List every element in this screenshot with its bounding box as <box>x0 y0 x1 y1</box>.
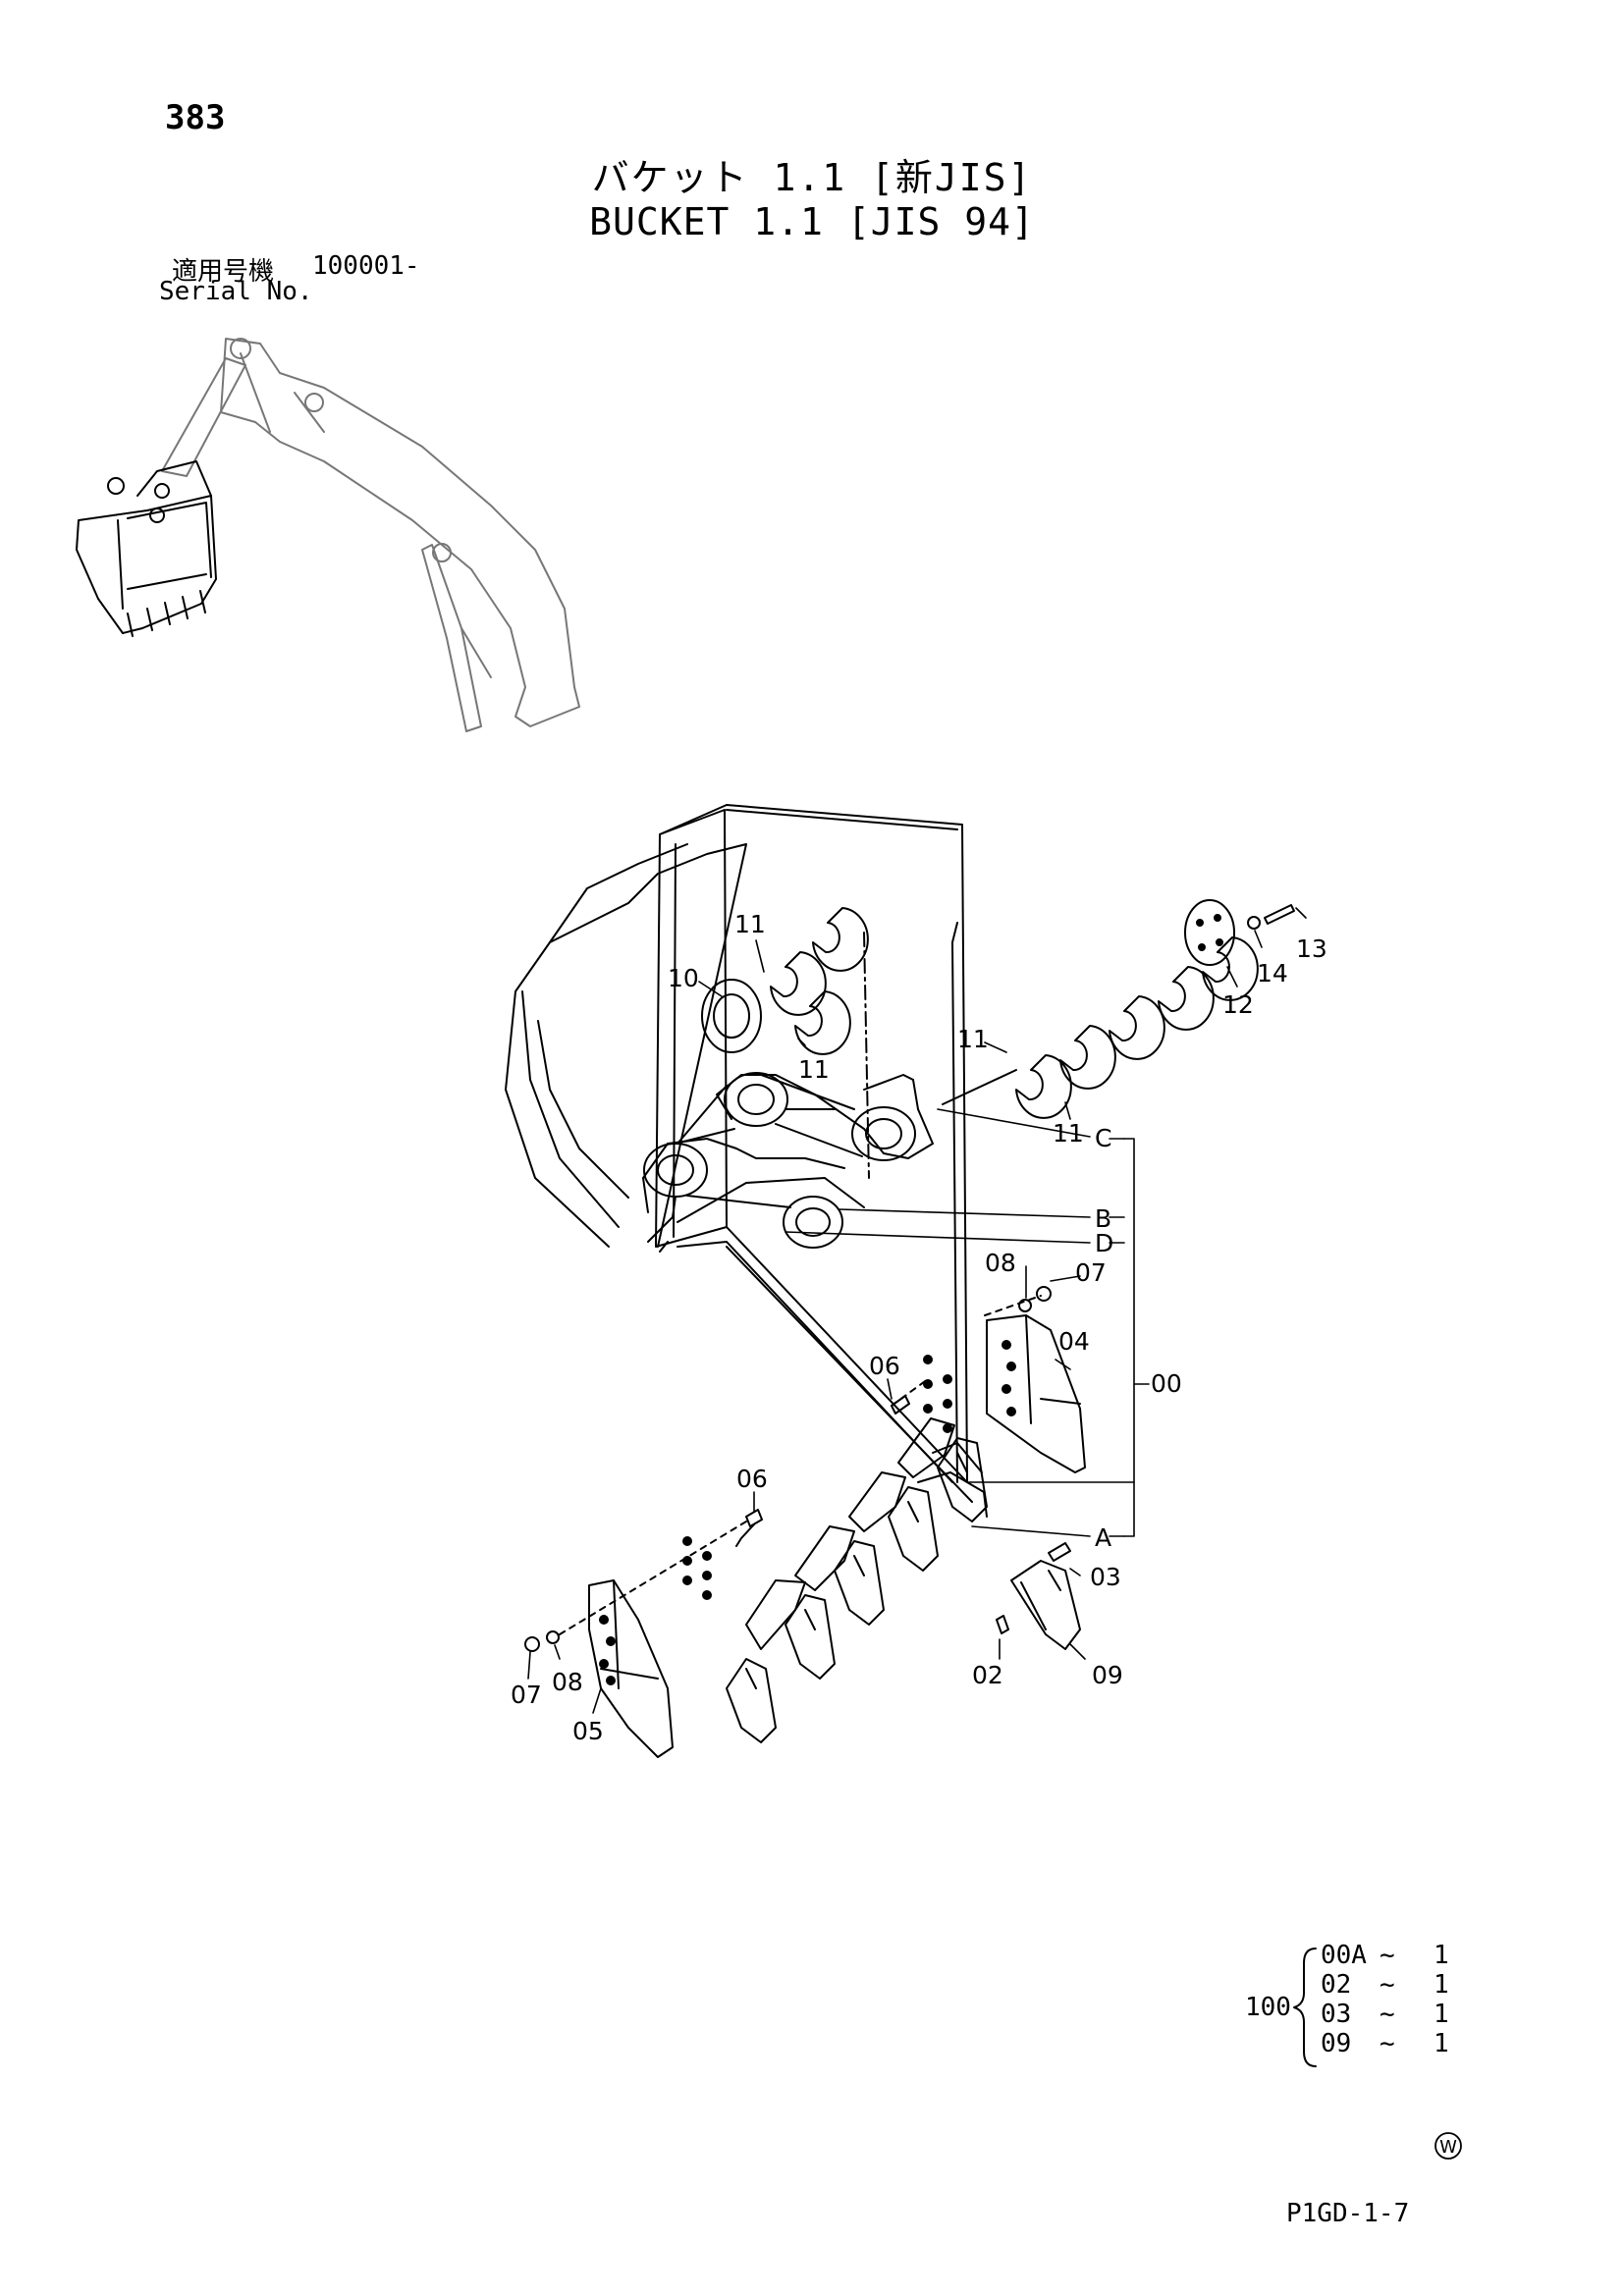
overview-bucket <box>76 460 217 637</box>
pin-axis-left <box>863 932 870 1179</box>
bucket-teeth <box>726 1417 988 1743</box>
title-english: BUCKET 1.1 [JIS 94] <box>589 200 1035 243</box>
page-number: 383 <box>165 98 226 137</box>
bolt-13 <box>1264 904 1295 925</box>
bolt-06-left <box>735 1509 763 1547</box>
callout-11-d: 11 <box>1053 1119 1084 1148</box>
kit-composition: 100 00A ~ 1 02 ~ 1 03 ~ 1 09 ~ 1 <box>1245 1941 1449 2067</box>
callout-labels: 11 10 11 11 11 12 13 14 08 07 04 06 00 0… <box>511 910 1327 1745</box>
seal-10 <box>701 979 762 1053</box>
callout-14: 14 <box>1257 959 1288 988</box>
washer-14 <box>1247 916 1261 930</box>
kit-number: 100 <box>1245 1993 1291 2022</box>
kit-row-1-qty: 1 <box>1434 1941 1449 1970</box>
pin-03 <box>1048 1542 1071 1562</box>
bucket-outline <box>511 633 967 1688</box>
kit-row-3-sep: ~ <box>1380 2000 1395 2029</box>
bucket-body <box>505 804 973 1600</box>
ref-letter-b: B <box>1095 1204 1111 1233</box>
washer-08-left <box>546 1630 560 1644</box>
shims-11-left <box>770 907 869 1055</box>
kit-row-4-sep: ~ <box>1380 2029 1395 2058</box>
side-plate-holes <box>682 1355 952 1600</box>
callout-12: 12 <box>1222 990 1254 1019</box>
kit-row-3-part: 03 <box>1321 2000 1351 2029</box>
callout-03: 03 <box>1090 1563 1121 1591</box>
ref-letter-a: A <box>1095 1523 1111 1552</box>
serial-label-japanese: 適用号機 <box>172 257 275 287</box>
washer-08-right <box>1018 1299 1032 1312</box>
ref-letter-c: C <box>1095 1124 1111 1152</box>
bolt-axis-left <box>559 1521 747 1635</box>
kit-row-3-qty: 1 <box>1434 2000 1449 2029</box>
circled-w-mark: W <box>1435 2132 1462 2160</box>
overview-excavator-arm <box>161 338 580 732</box>
serial-number-value: 100001- <box>312 251 420 281</box>
callout-13: 13 <box>1296 934 1327 963</box>
nut-07-right <box>1036 1286 1052 1302</box>
serial-label-english: Serial No. <box>159 277 313 306</box>
shims-11-right <box>1015 936 1259 1119</box>
bolt-06-right <box>891 1378 929 1415</box>
side-cutter-05 <box>588 1579 674 1758</box>
kit-row-2-part: 02 <box>1321 1970 1351 2000</box>
callout-06-left: 06 <box>736 1465 768 1493</box>
callout-10: 10 <box>668 964 699 992</box>
kit-brace <box>1293 1948 1317 2067</box>
title-japanese: バケット 1.1 [新JIS] <box>591 156 1033 199</box>
pin-axis-right <box>942 1069 1017 1105</box>
callout-08-left: 08 <box>552 1668 583 1696</box>
callout-05: 05 <box>572 1717 604 1745</box>
callout-07-left: 07 <box>511 1681 542 1709</box>
page-code: P1GD-1-7 <box>1286 2199 1410 2228</box>
kit-row-4-qty: 1 <box>1434 2029 1449 2058</box>
callout-11-c: 11 <box>957 1025 989 1053</box>
bolt-axis-right <box>984 1295 1042 1316</box>
callout-11-a: 11 <box>734 910 766 938</box>
side-cutter-04 <box>986 1314 1086 1473</box>
pin-02 <box>996 1615 1009 1634</box>
callout-02: 02 <box>972 1661 1003 1689</box>
kit-row-1-sep: ~ <box>1380 1941 1395 1970</box>
circled-w-letter: W <box>1439 2137 1457 2158</box>
callout-11-b: 11 <box>798 1055 830 1084</box>
kit-row-4-part: 09 <box>1321 2029 1351 2058</box>
callout-04: 04 <box>1058 1327 1090 1356</box>
kit-row-2-qty: 1 <box>1434 1970 1449 2000</box>
callout-06-right: 06 <box>869 1352 900 1380</box>
loose-tooth-09 <box>1010 1560 1081 1650</box>
callout-09: 09 <box>1092 1661 1123 1689</box>
leader-lines <box>527 907 1307 1714</box>
callout-07-right: 07 <box>1075 1258 1107 1287</box>
kit-row-1-part: 00A <box>1321 1941 1367 1970</box>
callout-00: 00 <box>1151 1369 1182 1398</box>
nut-07-left <box>524 1636 540 1652</box>
callout-08-right: 08 <box>985 1249 1016 1277</box>
plate-12 <box>1184 899 1235 966</box>
pin-bosses <box>643 1072 916 1249</box>
ref-letter-d: D <box>1095 1229 1113 1257</box>
kit-row-2-sep: ~ <box>1380 1970 1395 2000</box>
